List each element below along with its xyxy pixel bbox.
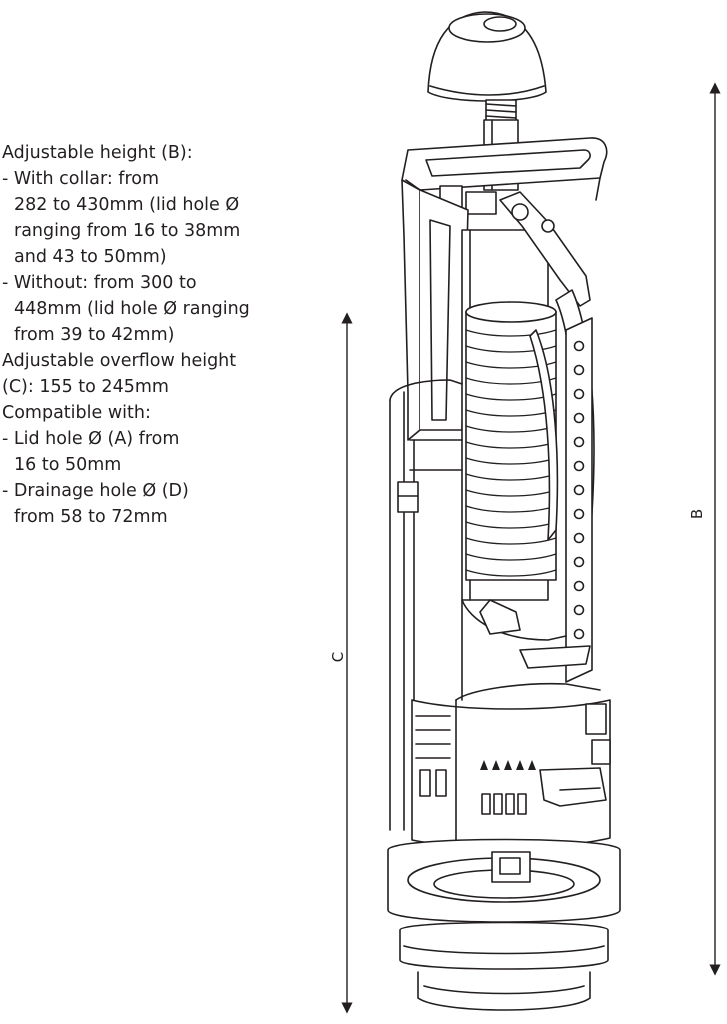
lower-latch <box>539 703 611 807</box>
overflow-line-1: Adjustable overflow height <box>2 351 237 371</box>
lid-line-1: - Lid hole Ø (A) from <box>2 429 180 449</box>
overflow-pipe <box>465 301 557 581</box>
float-cone <box>479 599 591 669</box>
without-line-2: 448mm (lid hole Ø ranging <box>14 299 250 319</box>
dimension-b-label: B <box>688 508 707 520</box>
without-line-3: from 39 to 42mm) <box>14 325 175 345</box>
push-button <box>427 11 547 102</box>
dimension-c-label: C <box>329 651 348 663</box>
drain-line-1: - Drainage hole Ø (D) <box>2 481 189 501</box>
compatible-title: Compatible with: <box>2 403 151 423</box>
height-title: Adjustable height (B): <box>2 143 193 163</box>
collar-line-4: and 43 to 50mm) <box>14 247 167 267</box>
without-line-1: - Without: from 300 to <box>2 273 197 293</box>
lower-body <box>411 699 611 849</box>
body-clip <box>397 481 419 513</box>
left-column <box>401 179 469 441</box>
collar-line-3: ranging from 16 to 38mm <box>14 221 241 241</box>
overflow-line-2: (C): 155 to 245mm <box>2 377 169 397</box>
drain-line-2: from 58 to 72mm <box>14 507 168 527</box>
lower-slots <box>480 760 536 770</box>
collar-line-2: 282 to 430mm (lid hole Ø <box>14 195 240 215</box>
height-rack <box>565 317 593 683</box>
lid-line-2: 16 to 50mm <box>14 455 122 475</box>
collar-line-1: - With collar: from <box>2 169 160 189</box>
specifications-text: Adjustable height (B): - With collar: fr… <box>2 140 302 530</box>
base-clip <box>491 851 531 883</box>
lower-vents <box>481 793 527 815</box>
